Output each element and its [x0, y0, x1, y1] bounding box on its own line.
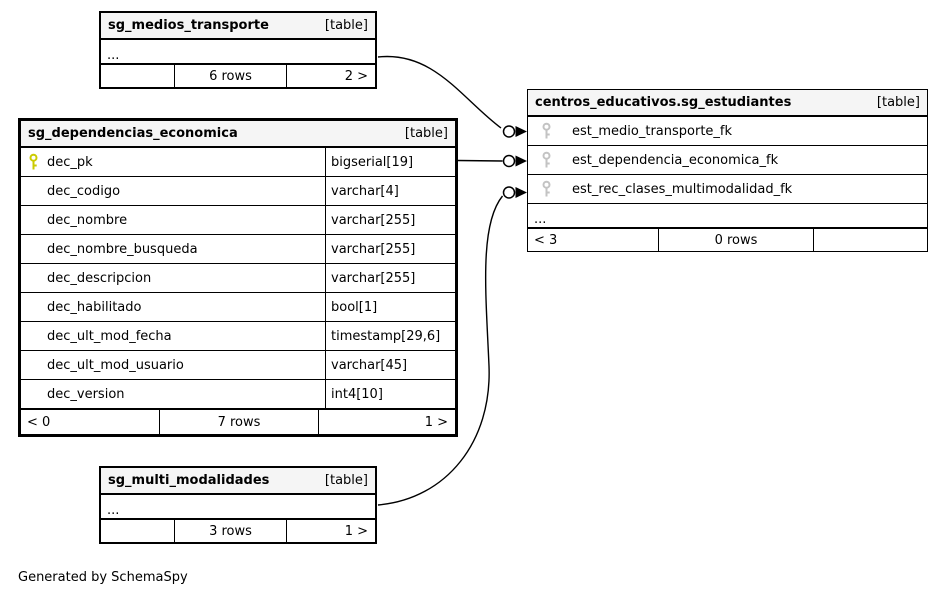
column-name: est_medio_transporte_fk [572, 123, 733, 139]
table-centros-educativos-sg-estudiantes: centros_educativos.sg_estudiantes [table… [527, 89, 928, 252]
column-type: varchar[255] [331, 270, 416, 286]
footer-parents-count: 2 > [286, 65, 375, 87]
relationship-line-dependencias-estudiantes [457, 159, 503, 162]
arrowhead-icon [515, 155, 527, 167]
table-row: dec_descripcion varchar[255] [21, 263, 455, 292]
footer-children-count [101, 520, 175, 542]
table-tag: [table] [876, 95, 920, 110]
column-name: dec_ult_mod_usuario [47, 357, 184, 373]
table-sg-medios-transporte: sg_medios_transporte [table] ... 6 rows … [99, 11, 377, 89]
zero-cardinality-icon [502, 186, 516, 199]
column-type: varchar[45] [331, 357, 408, 373]
table-tag: [table] [324, 473, 368, 488]
table-tag: [table] [324, 18, 368, 33]
column-type: varchar[255] [331, 212, 416, 228]
primary-key-icon [28, 153, 39, 171]
footer-children-count [101, 65, 175, 87]
column-type: varchar[4] [331, 183, 399, 199]
table-sg-multi-modalidades: sg_multi_modalidades [table] ... 3 rows … [99, 466, 377, 544]
zero-cardinality-icon [502, 125, 516, 138]
collapsed-columns-ellipsis: ... [107, 48, 120, 63]
footer-row-count: 7 rows [217, 414, 261, 430]
footer-children-count: < 0 [21, 410, 160, 434]
table-header: sg_medios_transporte [table] [101, 13, 375, 40]
footer-parents-count: 1 > [286, 520, 375, 542]
table-row: dec_pk bigserial[19] [21, 148, 455, 176]
footer-row-count: 6 rows [209, 68, 252, 84]
table-row: dec_codigo varchar[4] [21, 176, 455, 205]
column-type: timestamp[29,6] [331, 328, 441, 344]
footer-row-count: 3 rows [209, 523, 252, 539]
table-header: centros_educativos.sg_estudiantes [table… [528, 90, 927, 117]
column-type: int4[10] [331, 386, 383, 402]
column-name: dec_codigo [47, 183, 121, 199]
zero-cardinality-icon [502, 154, 516, 168]
table-sg-dependencias-economica: sg_dependencias_economica [table] dec_pk… [18, 118, 458, 437]
column-name: est_dependencia_economica_fk [572, 152, 779, 168]
table-title[interactable]: centros_educativos.sg_estudiantes [535, 95, 792, 110]
table-footer: 6 rows 2 > [101, 63, 375, 87]
arrowhead-icon [515, 126, 527, 137]
table-footer: < 3 0 rows [528, 227, 927, 251]
table-row: dec_nombre varchar[255] [21, 205, 455, 234]
table-title[interactable]: sg_medios_transporte [108, 18, 269, 33]
table-row: est_rec_clases_multimodalidad_fk [528, 174, 927, 203]
table-row: dec_ult_mod_usuario varchar[45] [21, 350, 455, 379]
column-name: dec_ult_mod_fecha [47, 328, 172, 344]
column-name: dec_nombre [47, 212, 128, 228]
foreign-key-icon [541, 151, 552, 169]
collapsed-columns-ellipsis: ... [528, 203, 927, 227]
table-row: dec_ult_mod_fecha timestamp[29,6] [21, 321, 455, 350]
table-row: dec_nombre_busqueda varchar[255] [21, 234, 455, 263]
footer-children-count: < 3 [528, 229, 659, 251]
generated-by-note: Generated by SchemaSpy [18, 570, 188, 585]
table-tag: [table] [404, 126, 448, 141]
table-header: sg_multi_modalidades [table] [101, 468, 375, 495]
table-row: dec_habilitado bool[1] [21, 292, 455, 321]
table-header: sg_dependencias_economica [table] [21, 121, 455, 148]
table-title[interactable]: sg_multi_modalidades [108, 473, 270, 488]
table-row: dec_version int4[10] [21, 379, 455, 408]
column-name: dec_descripcion [47, 270, 152, 286]
column-name: dec_habilitado [47, 299, 142, 315]
footer-parents-count [813, 229, 927, 251]
column-type: varchar[255] [331, 241, 416, 257]
arrowhead-icon [515, 187, 527, 198]
table-footer: < 0 7 rows 1 > [21, 408, 455, 434]
column-name: dec_version [47, 386, 125, 402]
table-row: est_medio_transporte_fk [528, 117, 927, 145]
column-type: bigserial[19] [331, 154, 414, 170]
column-name: est_rec_clases_multimodalidad_fk [572, 181, 793, 197]
foreign-key-icon [541, 180, 552, 198]
table-row: est_dependencia_economica_fk [528, 145, 927, 174]
foreign-key-icon [541, 122, 552, 140]
collapsed-columns-ellipsis: ... [107, 503, 120, 518]
table-title[interactable]: sg_dependencias_economica [28, 126, 238, 141]
table-footer: 3 rows 1 > [101, 518, 375, 542]
footer-parents-count: 1 > [318, 410, 455, 434]
footer-row-count: 0 rows [714, 232, 758, 248]
column-type: bool[1] [331, 299, 378, 315]
column-name: dec_nombre_busqueda [47, 241, 198, 257]
column-name: dec_pk [47, 154, 93, 170]
